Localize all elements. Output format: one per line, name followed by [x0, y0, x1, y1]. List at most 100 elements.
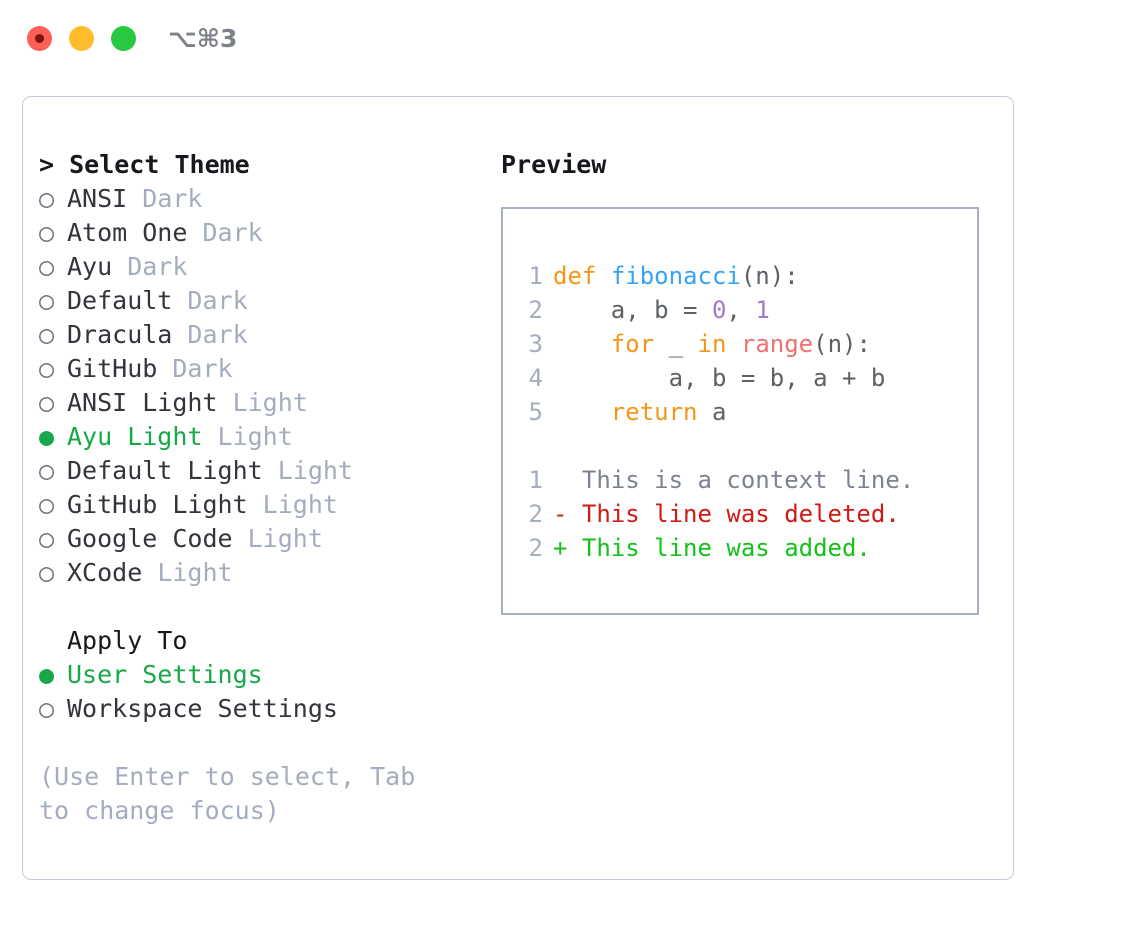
option-suffix-label: Light: [202, 422, 293, 451]
option-suffix-label: Light: [247, 490, 338, 519]
option-label: GitHub Light: [67, 490, 248, 519]
code-token: for: [610, 330, 655, 358]
code-line: 3 for _ in range(n):: [517, 327, 914, 361]
select-theme-heading: > Select Theme: [39, 150, 250, 179]
radio-unselected-icon: ○: [39, 388, 55, 417]
theme-option-atom-one[interactable]: ○ Atom One Dark: [39, 216, 499, 250]
apply-to-list: ● User Settings ○ Workspace Settings: [39, 658, 499, 726]
theme-option-github[interactable]: ○GitHub Dark: [39, 352, 499, 386]
code-token: + This line was added.: [553, 534, 871, 562]
theme-option-dracula[interactable]: ○ Dracula Dark: [39, 318, 499, 352]
option-suffix-label: Dark: [172, 286, 248, 315]
option-label: Atom One: [67, 218, 188, 247]
code-token: This is a context line.: [553, 466, 915, 494]
code-token: [726, 330, 740, 358]
radio-unselected-icon: ○: [39, 252, 55, 281]
line-number: 2: [528, 534, 543, 562]
minimize-button[interactable]: [69, 26, 94, 51]
option-label: XCode: [67, 558, 143, 587]
option-suffix-label: Dark: [112, 252, 188, 281]
keyboard-shortcut-label: ⌥⌘3: [168, 24, 238, 53]
option-suffix-label: Dark: [172, 320, 248, 349]
apply-option-user-settings[interactable]: ● User Settings: [39, 658, 499, 692]
maximize-button[interactable]: [111, 26, 136, 51]
apply-option-workspace-settings[interactable]: ○ Workspace Settings: [39, 692, 499, 726]
theme-option-xcode[interactable]: ○ XCode Light: [39, 556, 499, 590]
line-number: 2: [528, 296, 543, 324]
code-token: return: [610, 398, 698, 426]
theme-option-ansi-light[interactable]: ○ ANSI Light Light: [39, 386, 499, 420]
close-button[interactable]: [27, 26, 52, 51]
theme-option-default[interactable]: ○ Default Dark: [39, 284, 499, 318]
option-suffix-label: Light: [142, 558, 233, 587]
option-suffix-label: Dark: [187, 218, 263, 247]
option-suffix-label: Light: [232, 524, 323, 553]
option-label: Ayu Light: [67, 422, 203, 451]
option-label: User Settings: [67, 660, 263, 689]
code-token: 0: [711, 296, 727, 324]
code-token: def: [553, 262, 597, 290]
theme-option-default-light[interactable]: ○Default Light Light: [39, 454, 499, 488]
line-number: 5: [528, 398, 543, 426]
code-token: range: [740, 330, 814, 358]
code-token: ,: [726, 296, 756, 324]
line-number: 4: [528, 364, 543, 392]
code-line: 2 a, b = 0, 1: [517, 293, 914, 327]
radio-unselected-icon: ○: [39, 184, 55, 213]
radio-unselected-icon: ○: [39, 694, 55, 723]
theme-option-ansi[interactable]: ○ ANSI Dark: [39, 182, 499, 216]
theme-option-ayu-light[interactable]: ● Ayu Light Light: [39, 420, 499, 454]
code-token: in: [697, 330, 727, 358]
line-number: 2: [528, 500, 543, 528]
option-label: Ayu: [67, 252, 113, 281]
code-token: fibonacci: [610, 262, 741, 290]
line-number: 3: [528, 330, 543, 358]
code-token: [596, 262, 610, 290]
code-token: [553, 330, 611, 358]
line-number: 1: [528, 466, 543, 494]
code-token: (n):: [740, 262, 799, 290]
option-label: Google Code: [67, 524, 233, 553]
code-token: a, b = b, a + b: [553, 364, 886, 392]
code-token: a, b =: [553, 296, 712, 324]
radio-unselected-icon: ○: [39, 490, 55, 519]
theme-option-github-light[interactable]: ○ GitHub Light Light: [39, 488, 499, 522]
radio-unselected-icon: ○: [39, 218, 55, 247]
code-token: 1: [755, 296, 770, 324]
preview-heading: Preview: [501, 150, 607, 179]
theme-option-ayu[interactable]: ○ Ayu Dark: [39, 250, 499, 284]
radio-unselected-icon: ○: [39, 354, 55, 383]
code-token: [553, 398, 611, 426]
option-label: Workspace Settings: [67, 694, 338, 723]
option-label: Dracula: [67, 320, 173, 349]
code-token: - This line was deleted.: [553, 500, 900, 528]
option-suffix-label: Light: [217, 388, 308, 417]
radio-unselected-icon: ○: [39, 286, 55, 315]
theme-option-google-code[interactable]: ○Google Code Light: [39, 522, 499, 556]
line-number: 1: [528, 262, 543, 290]
theme-list: ○ ANSI Dark ○ Atom One Dark ○ Ayu Dark ○ Defaul…: [39, 182, 499, 590]
code-token: _: [654, 330, 698, 358]
diff-line: 1 This is a context line.: [517, 463, 915, 497]
option-label: Default: [67, 286, 173, 315]
code-line: 4 a, b = b, a + b: [517, 361, 914, 395]
radio-selected-icon: ●: [39, 422, 55, 451]
keyboard-hint-text: (Use Enter to select, Tab to change focu…: [39, 762, 431, 825]
code-line: 5 return a: [517, 395, 914, 429]
code-line: 1 def fibonacci(n):: [517, 259, 914, 293]
option-label: ANSI Light: [67, 388, 218, 417]
theme-picker-column: > Select Theme ○ANSI Dark○Atom One Dark○…: [39, 148, 499, 828]
window-controls: [27, 26, 136, 51]
title-bar: ⌥⌘3: [0, 0, 1140, 78]
option-suffix-label: Dark: [127, 184, 203, 213]
radio-selected-icon: ●: [39, 660, 55, 689]
radio-unselected-icon: ○: [39, 558, 55, 587]
radio-unselected-icon: ○: [39, 320, 55, 349]
radio-unselected-icon: ○: [39, 456, 55, 485]
option-label: ANSI: [67, 184, 128, 213]
option-label: Default Light: [67, 456, 263, 485]
